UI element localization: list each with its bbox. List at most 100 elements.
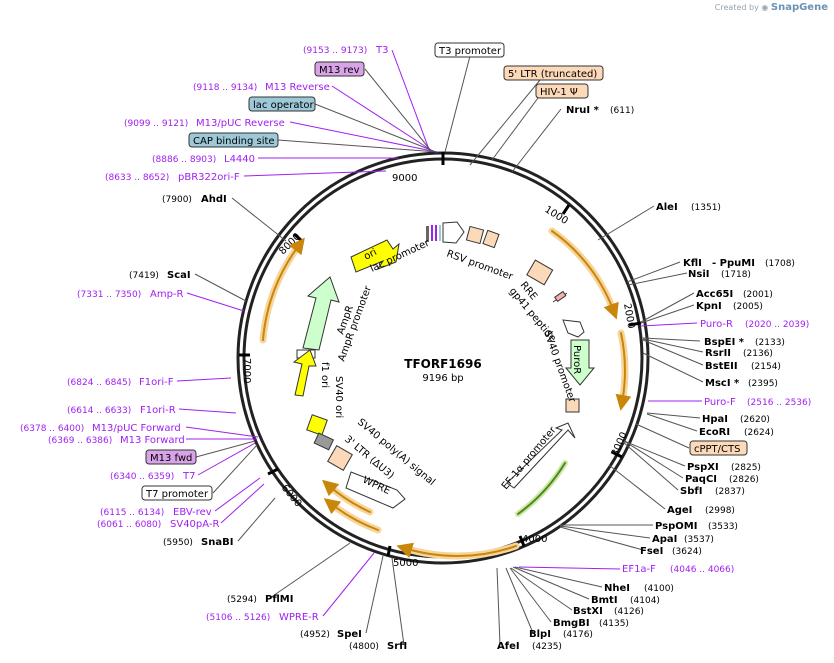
enzyme-bsteii-label: BstEII (705, 361, 738, 372)
enzyme-bmgbi-range: (4135) (599, 619, 629, 629)
right-labels: T3 promoter 5' LTR (truncated) HIV-1 Ψ N… (434, 42, 811, 652)
enzyme-nhei-label: NheI (604, 583, 630, 594)
feature-box-m13-rev[interactable] (314, 61, 365, 77)
primer-m13-forward-range: (6369 .. 6386) (48, 436, 112, 446)
primer-m13-reverse-label: M13 Reverse (265, 82, 330, 93)
enzyme-agei-label: AgeI (667, 505, 692, 516)
feature-box-m13-fwd[interactable] (145, 449, 197, 465)
primer-puro-r-label: Puro-R (700, 319, 733, 330)
enzyme-acc65i-label: Acc65I (696, 289, 733, 300)
enzyme-afei-label: AfeI (497, 641, 520, 652)
primer-puro-r-range: (2020 .. 2039) (745, 320, 809, 330)
enzyme-blpi-range: (4176) (563, 630, 593, 640)
primer-pbr322ori-f-range: (8633 .. 8652) (105, 173, 169, 183)
feature-label-cppt-cts: cPPT/CTS (694, 444, 740, 455)
enzyme-agei-range: (2998) (705, 506, 735, 516)
enzyme-kpni-range: (2005) (733, 302, 763, 312)
primer-ebv-rev-label: EBV-rev (173, 507, 212, 518)
primer-m13-puc-reverse-label: M13/pUC Reverse (196, 118, 285, 129)
primer-m13-puc-forward-label: M13/pUC Forward (92, 423, 181, 434)
feature-label-m13-rev: M13 rev (319, 65, 360, 76)
enzyme-rsrii-label: RsrII (705, 348, 731, 359)
enzyme-kfli-label: KflI (683, 258, 702, 269)
primer-m13-puc-reverse-range: (9099 .. 9121) (124, 119, 188, 129)
enzyme-apai-range: (3537) (684, 535, 714, 545)
inner-label-ori: ori (362, 247, 379, 263)
enzyme-hpai-range: (2620) (740, 415, 770, 425)
left-leaders (176, 49, 439, 646)
primer-wpre-r-range: (5106 .. 5126) (206, 613, 270, 623)
inner-features (292, 221, 596, 509)
enzyme-ahdi-range: (7900) (162, 195, 192, 205)
enzyme-sbfi-range: (2837) (715, 487, 745, 497)
feature-box-hiv-psi[interactable] (535, 83, 589, 99)
enzyme-blpi-label: BlpI (529, 629, 551, 640)
feature-box-t3-promoter[interactable] (434, 42, 505, 58)
snapgene-logo-icon: ◉ (761, 3, 769, 12)
primer-sv40pa-r-label: SV40pA-R (170, 519, 219, 530)
feature-label-m13-fwd: M13 fwd (150, 453, 192, 464)
feature-label-5-ltr: 5' LTR (truncated) (508, 69, 597, 80)
enzyme-sbfi-label: SbfI (680, 486, 702, 497)
feature-box-cppt-cts[interactable] (689, 440, 748, 456)
enzyme-pspomi-label: PspOMI (655, 521, 697, 532)
primer-t3-label: T3 (375, 45, 388, 56)
tick-label-3000: 3000 (610, 430, 630, 458)
feature-label-cap-binding-site: CAP binding site (193, 136, 275, 147)
enzyme-bstxi-range: (4126) (614, 607, 644, 617)
feature-box-cap-binding-site[interactable] (188, 132, 279, 148)
enzyme-pspomi-range: (3533) (708, 522, 738, 532)
plasmid-name: TFORF1696 (404, 357, 481, 371)
enzyme-alei-label: AleI (656, 202, 678, 213)
enzyme-pflmi-range: (5294) (227, 595, 257, 605)
enzyme-spei-range: (4952) (300, 630, 330, 640)
primer-m13-puc-forward-range: (6378 .. 6400) (20, 424, 84, 434)
enzyme-ahdi-label: AhdI (201, 194, 227, 205)
primer-m13-forward-label: M13 Forward (120, 435, 185, 446)
inner-label-sv40-ori: SV40 ori (333, 376, 344, 418)
right-leaders (444, 55, 704, 646)
enzyme-acc65i-range: (2001) (743, 290, 773, 300)
enzyme-spei-label: SpeI (337, 629, 362, 640)
primer-wpre-r-label: WPRE-R (279, 612, 319, 623)
plasmid-size: 9196 bp (422, 373, 463, 384)
enzyme-srfi-range: (4800) (349, 642, 379, 652)
feature-label-t3-promoter: T3 promoter (438, 46, 502, 57)
enzyme-ecori-range: (2624) (744, 428, 774, 438)
primer-f1ori-f-range: (6824 .. 6845) (67, 378, 131, 388)
feature-box-5-ltr[interactable] (503, 65, 604, 81)
feature-box-lac-operator[interactable] (248, 96, 316, 112)
primer-t7-label: T7 (182, 471, 195, 482)
primer-l4440-range: (8886 .. 8903) (152, 155, 216, 165)
enzyme-fsei-range: (3624) (672, 547, 702, 557)
tick-label-4000: 4000 (522, 534, 547, 545)
enzyme-pspxi-range: (2825) (731, 463, 761, 473)
enzyme-nsii-range: (1718) (721, 270, 751, 280)
enzyme-snabi-range: (5950) (163, 538, 193, 548)
enzyme-srfi-label: SrfI (387, 641, 407, 652)
primer-pbr322ori-f-label: pBR322ori-F (178, 172, 240, 183)
feature-label-lac-operator: lac operator (253, 100, 314, 111)
credit-brand: SnapGene (770, 2, 828, 13)
primer-sv40pa-r-range: (6061 .. 6080) (97, 520, 161, 530)
enzyme-nrui-range: (611) (610, 106, 634, 116)
credit-prefix: Created by (714, 3, 759, 12)
feature-box-t7-promoter[interactable] (141, 485, 213, 501)
enzyme-alei-range: (1351) (691, 203, 721, 213)
primer-t3-range: (9153 .. 9173) (303, 46, 367, 56)
primer-f1ori-r-label: F1ori-R (140, 405, 176, 416)
enzyme-fsei-label: FseI (640, 546, 663, 557)
enzyme-scai-range: (7419) (129, 271, 159, 281)
enzyme-paqci-label: PaqCI (685, 474, 717, 485)
primer-ef1a-f-range: (4046 .. 4066) (670, 565, 734, 575)
enzyme-pflmi-label: PflMI (265, 594, 293, 605)
feature-label-hiv-psi: HIV-1 Ψ (540, 87, 578, 98)
enzyme-bspei-label: BspEI * (704, 337, 745, 348)
tick-label-5000: 5000 (393, 558, 418, 569)
enzyme-bspei-range: (2133) (755, 338, 785, 348)
enzyme-ppumi-label: - PpuMI (712, 258, 755, 269)
enzyme-kpni-label: KpnI (696, 301, 722, 312)
enzyme-scai-label: ScaI (167, 270, 191, 281)
enzyme-msci-range: (2395) (748, 379, 778, 389)
inner-label-puror: PuroR (571, 345, 582, 374)
